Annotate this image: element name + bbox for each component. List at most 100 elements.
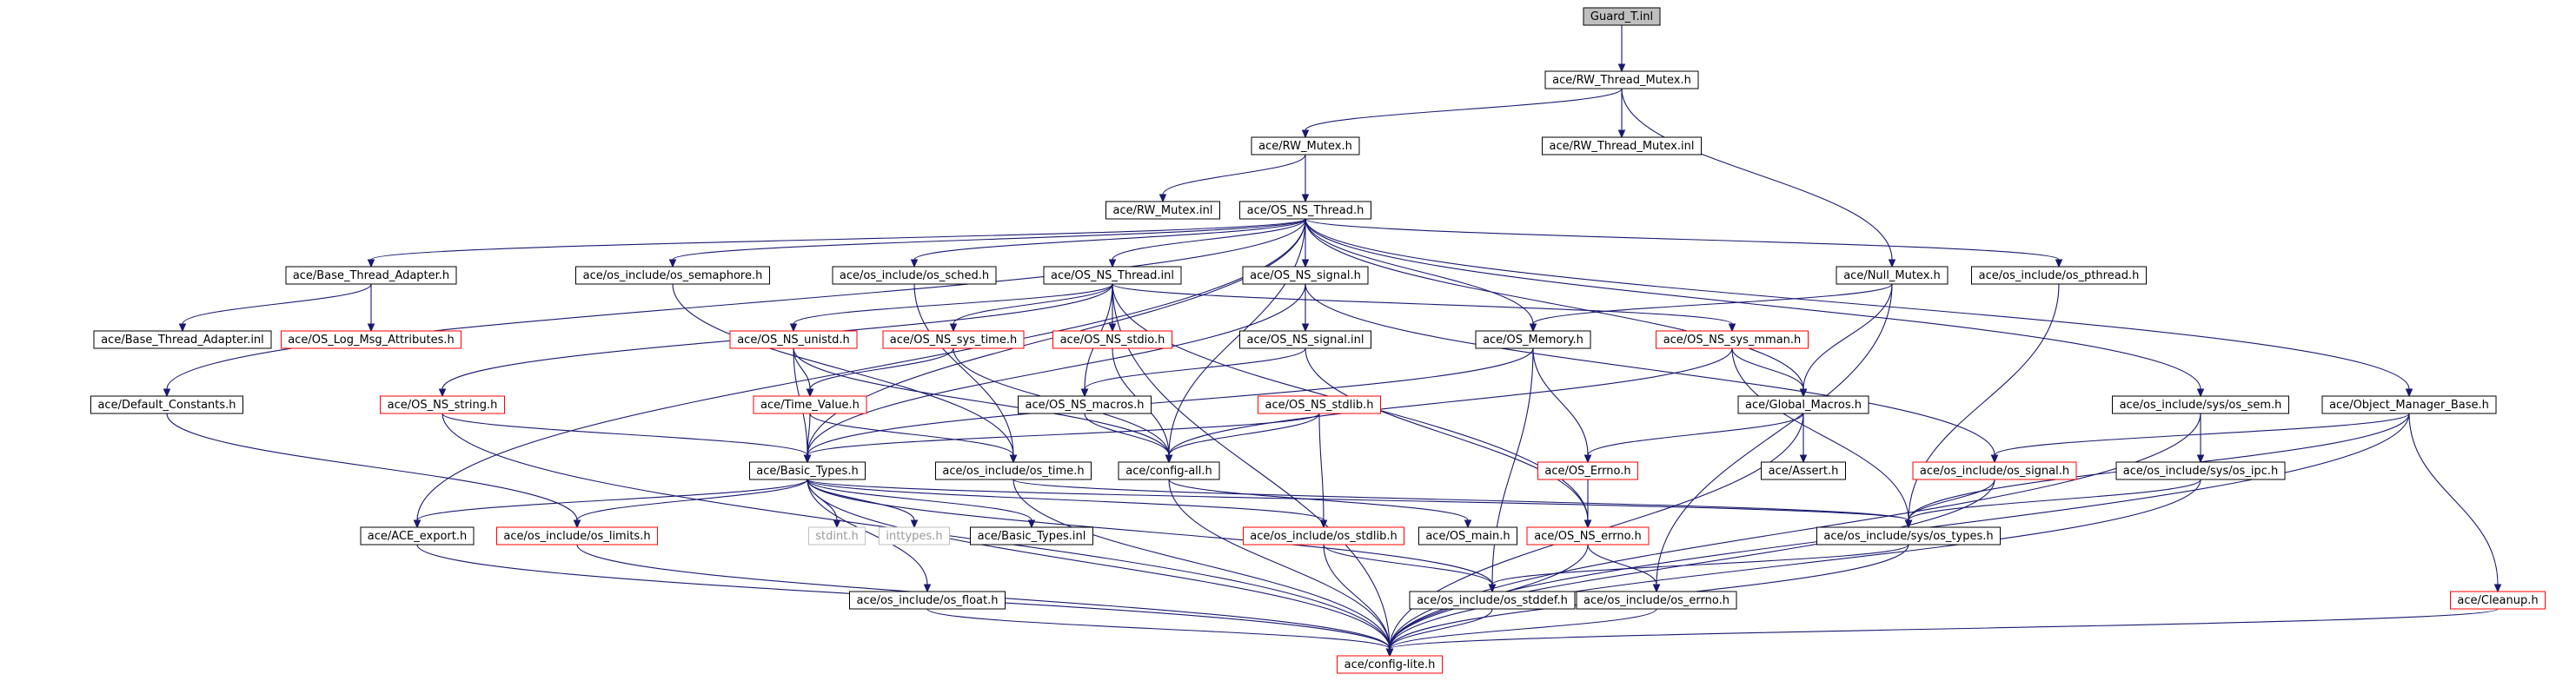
graph-node-os-ns-string-h[interactable]: ace/OS_NS_string.h (380, 395, 505, 414)
graph-node-rw-mutex-h[interactable]: ace/RW_Mutex.h (1251, 136, 1360, 155)
dependency-edge (1168, 347, 1733, 456)
graph-node-stdint-h[interactable]: stdint.h (808, 526, 866, 545)
node-label: ace/os_include/os_signal.h (1920, 465, 2069, 478)
node-box (879, 526, 950, 545)
graph-node-time-value-h[interactable]: ace/Time_Value.h (753, 395, 867, 414)
graph-node-os-ns-signal-h[interactable]: ace/OS_NS_signal.h (1242, 266, 1369, 285)
graph-node-os-ns-thread-h[interactable]: ace/OS_NS_Thread.h (1239, 201, 1371, 220)
node-box (1761, 461, 1846, 480)
graph-node-os-limits-h[interactable]: ace/os_include/os_limits.h (496, 526, 658, 545)
graph-node-assert-h[interactable]: ace/Assert.h (1761, 461, 1846, 480)
graph-node-default-constants-h[interactable]: ace/Default_Constants.h (90, 395, 243, 414)
graph-node-ace-export-h[interactable]: ace/ACE_export.h (360, 526, 475, 545)
node-box (808, 526, 866, 545)
graph-node-base-thread-adapter-inl[interactable]: ace/Base_Thread_Adapter.inl (93, 330, 272, 349)
graph-node-os-ns-sys-mman-h[interactable]: ace/OS_NS_sys_mman.h (1656, 330, 1809, 349)
dependency-edge (1994, 413, 2410, 456)
graph-node-basic-types-h[interactable]: ace/Basic_Types.h (749, 461, 866, 480)
graph-node-os-ns-thread-inl[interactable]: ace/OS_NS_Thread.inl (1043, 266, 1182, 285)
graph-node-os-semaphore-h[interactable]: ace/os_include/os_semaphore.h (575, 266, 770, 285)
graph-node-os-main-h[interactable]: ace/OS_main.h (1418, 526, 1517, 545)
node-label: ace/OS_Log_Msg_Attributes.h (288, 334, 454, 347)
node-box (1542, 136, 1702, 155)
graph-node-os-ipc-h[interactable]: ace/os_include/sys/os_ipc.h (2115, 461, 2286, 480)
graph-node-object-manager-base-h[interactable]: ace/Object_Manager_Base.h (2321, 395, 2497, 414)
arrowhead (1799, 454, 1808, 464)
node-label: ace/RW_Thread_Mutex.h (1552, 74, 1691, 87)
graph-node-null-mutex-h[interactable]: ace/Null_Mutex.h (1836, 266, 1949, 285)
graph-node-os-ns-errno-h[interactable]: ace/OS_NS_errno.h (1526, 526, 1650, 545)
graph-node-global-macros-h[interactable]: ace/Global_Macros.h (1737, 395, 1869, 414)
dependency-edge (1305, 283, 1995, 456)
graph-node-os-ns-sys-time-h[interactable]: ace/OS_NS_sys_time.h (882, 330, 1025, 349)
node-box (1475, 330, 1591, 349)
dependency-edge (1532, 347, 1589, 456)
graph-node-os-float-h[interactable]: ace/os_include/os_float.h (849, 591, 1006, 610)
graph-node-os-stdlib-h[interactable]: ace/os_include/os_stdlib.h (1243, 526, 1404, 545)
node-label: ace/Base_Thread_Adapter.h (293, 269, 449, 282)
graph-node-guard-t-inl[interactable]: Guard_T.inl (1583, 7, 1661, 26)
node-layer: Guard_T.inl ace/RW_Thread_Mutex.h ace/RW_M… (90, 7, 2546, 674)
node-label: ace/RW_Thread_Mutex.inl (1550, 140, 1695, 153)
arrowhead (438, 388, 447, 398)
node-label: ace/OS_NS_stdlib.h (1265, 399, 1374, 412)
node-label: ace/Basic_Types.h (756, 465, 858, 478)
node-label: ace/Cleanup.h (2457, 594, 2538, 607)
graph-node-os-signal-h[interactable]: ace/os_include/os_signal.h (1912, 461, 2077, 480)
dependency-edge (1587, 413, 1804, 456)
dependency-edge (1532, 283, 1893, 325)
graph-node-config-lite-h[interactable]: ace/config-lite.h (1337, 655, 1443, 674)
graph-node-cleanup-h[interactable]: ace/Cleanup.h (2450, 591, 2546, 610)
graph-node-os-errno-inc-h[interactable]: ace/os_include/os_errno.h (1576, 591, 1737, 610)
arrowhead (1583, 454, 1592, 464)
node-label: ace/Base_Thread_Adapter.inl (101, 334, 264, 347)
arrowhead (1617, 63, 1626, 73)
graph-node-rw-thread-mutex-h[interactable]: ace/RW_Thread_Mutex.h (1544, 70, 1699, 89)
graph-node-os-errno-h[interactable]: ace/OS_Errno.h (1537, 461, 1638, 480)
graph-node-os-log-msg-attributes-h[interactable]: ace/OS_Log_Msg_Attributes.h (281, 330, 461, 349)
node-label: ace/OS_NS_signal.inl (1246, 334, 1364, 347)
graph-node-os-ns-stdio-h[interactable]: ace/OS_NS_stdio.h (1052, 330, 1172, 349)
dependency-edge (807, 283, 1306, 456)
node-label: ace/OS_NS_sys_time.h (890, 334, 1017, 347)
graph-node-os-ns-macros-h[interactable]: ace/OS_NS_macros.h (1018, 395, 1152, 414)
graph-node-rw-thread-mutex-inl[interactable]: ace/RW_Thread_Mutex.inl (1542, 136, 1702, 155)
graph-node-os-time-h[interactable]: ace/os_include/os_time.h (935, 461, 1092, 480)
graph-node-os-ns-stdlib-h[interactable]: ace/OS_NS_stdlib.h (1258, 395, 1381, 414)
dependency-edge (1389, 479, 2201, 650)
arrowhead (1165, 454, 1173, 464)
arrowhead (2196, 454, 2205, 464)
node-box (2112, 395, 2289, 414)
node-label: ace/OS_Errno.h (1544, 465, 1630, 478)
graph-node-os-sched-h[interactable]: ace/os_include/os_sched.h (832, 266, 997, 285)
graph-node-rw-mutex-inl[interactable]: ace/RW_Mutex.inl (1105, 201, 1220, 220)
arrowhead (668, 259, 677, 268)
dependency-edge (576, 479, 808, 521)
graph-node-os-sem-h[interactable]: ace/os_include/sys/os_sem.h (2112, 395, 2289, 414)
dependency-edge (807, 479, 1032, 521)
node-box (753, 395, 867, 414)
graph-node-os-ns-signal-inl[interactable]: ace/OS_NS_signal.inl (1239, 330, 1371, 349)
graph-node-os-ns-unistd-h[interactable]: ace/OS_NS_unistd.h (729, 330, 858, 349)
graph-node-config-all-h[interactable]: ace/config-all.h (1118, 461, 1220, 480)
graph-node-os-pthread-h[interactable]: ace/os_include/os_pthread.h (1971, 266, 2147, 285)
graph-node-inttypes-h[interactable]: inttypes.h (879, 526, 950, 545)
graph-node-basic-types-inl[interactable]: ace/Basic_Types.inl (970, 526, 1093, 545)
dependency-edge (807, 413, 1320, 456)
dependency-edge (1908, 479, 1995, 521)
graph-node-base-thread-adapter-h[interactable]: ace/Base_Thread_Adapter.h (285, 266, 457, 285)
dependency-edge (1168, 218, 1306, 456)
graph-node-os-memory-h[interactable]: ace/OS_Memory.h (1475, 330, 1591, 349)
dependency-edge (1012, 479, 1909, 521)
graph-node-os-stddef-h[interactable]: ace/os_include/os_stddef.h (1409, 591, 1576, 610)
node-box (729, 330, 858, 349)
node-box (1018, 395, 1152, 414)
graph-node-sys-os-types-h[interactable]: ace/os_include/sys/os_types.h (1816, 526, 2001, 545)
arrowhead (1529, 323, 1537, 333)
arrowhead (789, 323, 798, 333)
dependency-edge (672, 218, 1306, 261)
arrowhead (413, 519, 422, 529)
arrowhead (1488, 584, 1497, 593)
node-label: ace/Object_Manager_Base.h (2329, 399, 2489, 412)
dependency-edge (926, 608, 1391, 650)
